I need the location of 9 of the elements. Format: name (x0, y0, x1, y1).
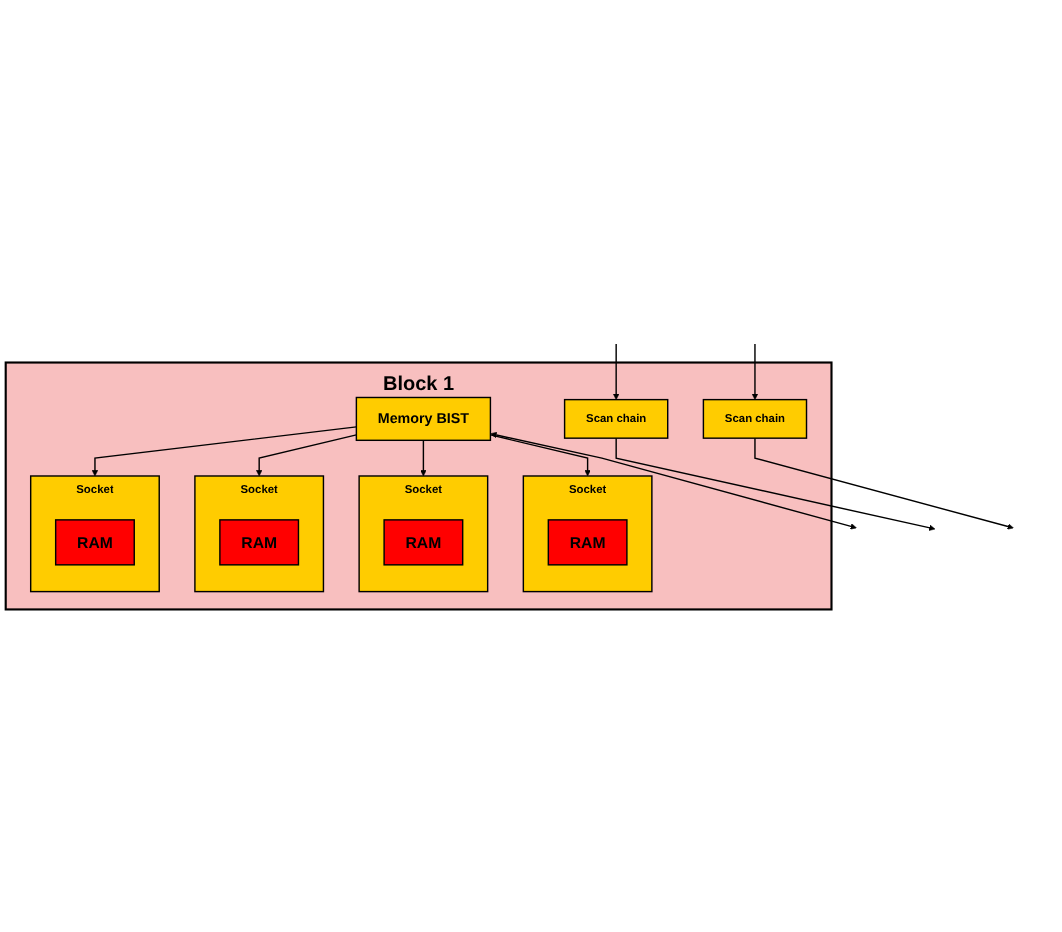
arrow (91, 426, 358, 477)
arrow (613, 343, 620, 400)
arrow (256, 434, 358, 477)
arrow (754, 437, 1014, 530)
arrow (615, 437, 936, 531)
arrow (751, 343, 759, 400)
arrow (489, 434, 591, 477)
arrow (420, 439, 427, 477)
arrow (490, 431, 857, 530)
